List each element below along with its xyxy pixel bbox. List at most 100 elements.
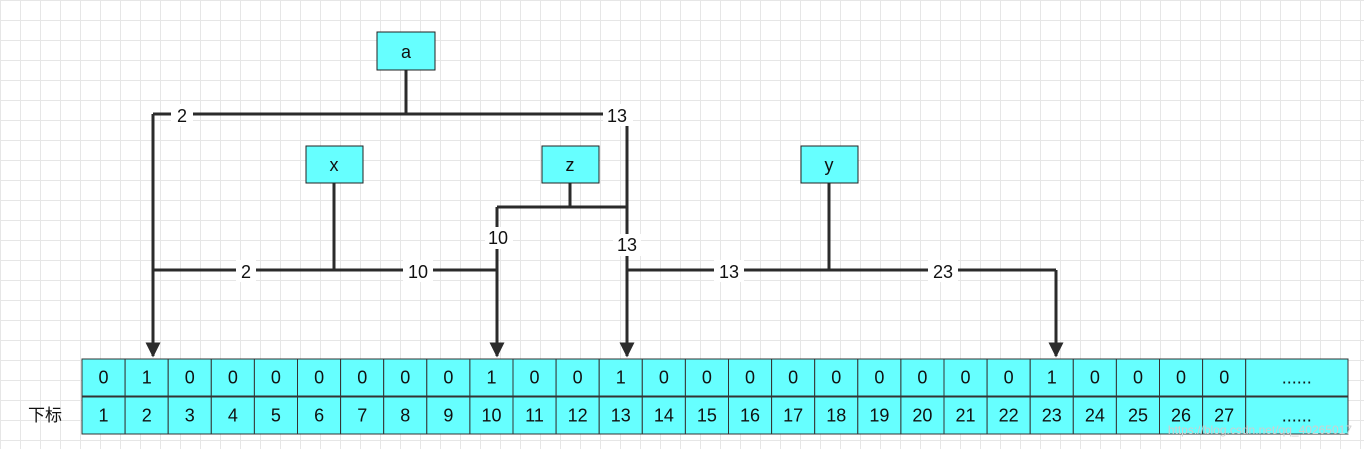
bit-cell-text: 0 — [917, 368, 927, 388]
bit-cell-text: 0 — [271, 368, 281, 388]
bit-cell: 0 — [1202, 358, 1247, 397]
edge-label-z-10: 10 — [485, 227, 513, 249]
bit-cell-text: 0 — [831, 368, 841, 388]
bit-cell-text: 0 — [659, 368, 669, 388]
index-cell: 22 — [986, 396, 1031, 435]
bit-array: 0112030405060708091100110121130140150160… — [81, 358, 1349, 435]
node-a-label: a — [401, 42, 412, 62]
index-cell: 23 — [1029, 396, 1074, 435]
bit-cell: 0 — [814, 358, 859, 397]
index-cell: 25 — [1115, 396, 1161, 435]
index-cell: 2 — [124, 396, 169, 435]
index-cell-text: 27 — [1214, 406, 1234, 426]
index-cell-text: 19 — [869, 406, 889, 426]
bit-cell: 0 — [297, 358, 342, 397]
bit-ellipsis-cell-text: ...... — [1282, 368, 1312, 388]
bit-ellipsis-cell: ...... — [1245, 358, 1349, 397]
index-cell-text: 7 — [357, 406, 367, 426]
bit-cell-text: 0 — [228, 368, 238, 388]
index-cell: 19 — [857, 396, 902, 435]
index-cell-text: 25 — [1128, 406, 1148, 426]
index-row-label: 下标 — [28, 406, 62, 425]
bit-cell-text: 0 — [1176, 368, 1186, 388]
edge-label-z-13: 13 — [613, 234, 641, 256]
index-cell-text: 12 — [568, 406, 588, 426]
bit-cell-text: 0 — [960, 368, 970, 388]
index-cell: 16 — [728, 396, 773, 435]
bit-cell: 1 — [469, 358, 514, 397]
bit-cell-text: 0 — [1090, 368, 1100, 388]
bit-cell-text: 0 — [98, 368, 108, 388]
bit-cell: 0 — [1159, 358, 1204, 397]
index-cell-text: 2 — [142, 406, 152, 426]
svg-text:23: 23 — [933, 262, 953, 282]
bit-cell-text: 0 — [702, 368, 712, 388]
index-cell-text: 21 — [955, 406, 975, 426]
index-cell: 13 — [598, 396, 643, 435]
edge-label-y-13: 13 — [714, 260, 744, 282]
bit-cell: 0 — [728, 358, 773, 397]
bit-cell: 0 — [81, 358, 126, 397]
node-z-label: z — [566, 155, 575, 175]
index-cell-text: 26 — [1171, 406, 1191, 426]
bit-cell: 0 — [986, 358, 1031, 397]
watermark: https://blog.csdn.net/qq_40265017 — [1168, 423, 1352, 437]
bit-cell: 0 — [383, 358, 428, 397]
node-x-label: x — [330, 155, 339, 175]
bit-cell-text: 0 — [1219, 368, 1229, 388]
index-cell-text: 15 — [697, 406, 717, 426]
index-cell-text: 18 — [826, 406, 846, 426]
bit-cell-text: 1 — [142, 368, 152, 388]
node-y-label: y — [825, 155, 834, 175]
bit-cell-text: 0 — [314, 368, 324, 388]
bit-cell: 0 — [684, 358, 730, 397]
node-a: a — [376, 31, 436, 71]
index-cell-text: 9 — [443, 406, 453, 426]
bit-cell-text: 0 — [1133, 368, 1143, 388]
index-cell: 12 — [555, 396, 600, 435]
edge-label-x-2: 2 — [236, 260, 256, 282]
bit-cell: 0 — [210, 358, 255, 397]
svg-text:2: 2 — [241, 262, 251, 282]
index-cell-text: 16 — [740, 406, 760, 426]
index-cell: 20 — [900, 396, 945, 435]
bit-cell-text: 1 — [1047, 368, 1057, 388]
bit-cell: 0 — [857, 358, 902, 397]
index-cell: 11 — [512, 396, 557, 435]
bit-cell-text: 1 — [486, 368, 496, 388]
svg-text:13: 13 — [607, 106, 627, 126]
bit-cell: 0 — [512, 358, 557, 397]
bit-cell-text: 0 — [529, 368, 539, 388]
node-y: y — [800, 145, 859, 184]
index-cell-text: 20 — [912, 406, 932, 426]
index-cell: 1 — [81, 396, 126, 435]
bit-cell-text: 0 — [745, 368, 755, 388]
bit-cell: 0 — [253, 358, 298, 397]
wires — [145, 70, 1064, 358]
index-cell: 6 — [297, 396, 342, 435]
index-cell: 14 — [641, 396, 686, 435]
svg-text:10: 10 — [488, 228, 508, 248]
index-cell: 10 — [469, 396, 514, 435]
bit-cell-text: 0 — [443, 368, 453, 388]
svg-text:2: 2 — [177, 106, 187, 126]
bit-cell: 0 — [900, 358, 945, 397]
svg-text:13: 13 — [719, 262, 739, 282]
bit-cell: 0 — [1115, 358, 1161, 397]
bit-cell-text: 1 — [616, 368, 626, 388]
index-cell: 5 — [253, 396, 298, 435]
bit-cell-text: 0 — [573, 368, 583, 388]
bit-cell: 0 — [1072, 358, 1117, 397]
bit-cell: 0 — [340, 358, 385, 397]
index-ellipsis-cell-text: ...... — [1282, 406, 1312, 426]
index-cell-text: 4 — [228, 406, 238, 426]
edge-label-a-2: 2 — [171, 104, 193, 126]
index-cell: 17 — [771, 396, 816, 435]
bit-cell: 0 — [167, 358, 212, 397]
index-cell: 7 — [340, 396, 385, 435]
index-cell-text: 14 — [654, 406, 674, 426]
index-cell: 18 — [814, 396, 859, 435]
index-cell: 3 — [167, 396, 212, 435]
node-x: x — [305, 145, 364, 184]
